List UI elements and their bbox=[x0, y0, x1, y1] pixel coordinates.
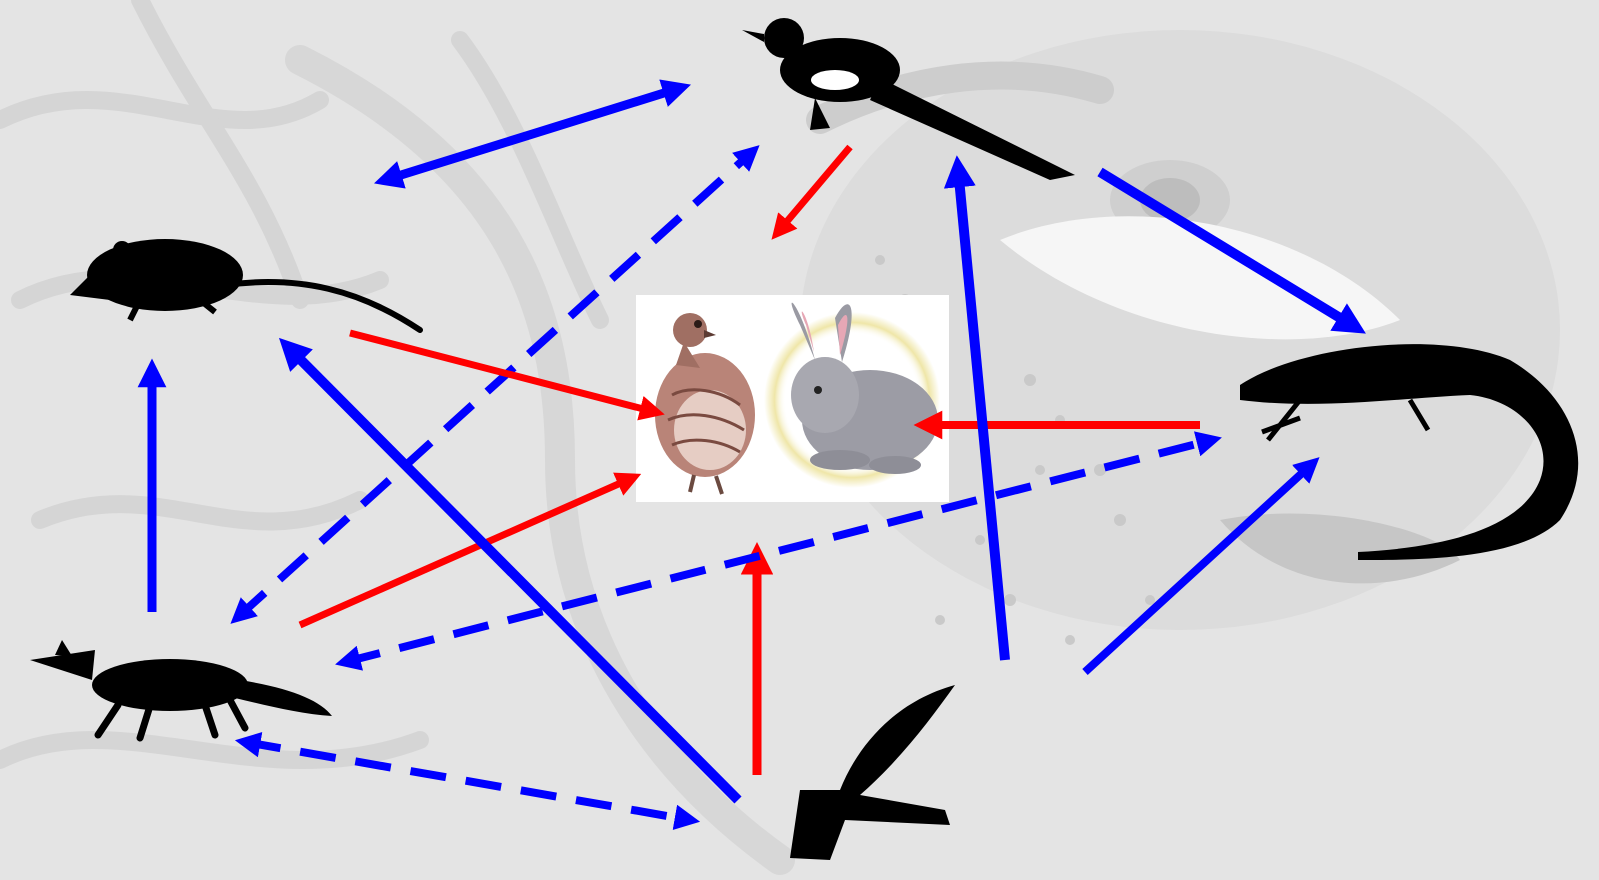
prey-panel bbox=[636, 295, 949, 502]
